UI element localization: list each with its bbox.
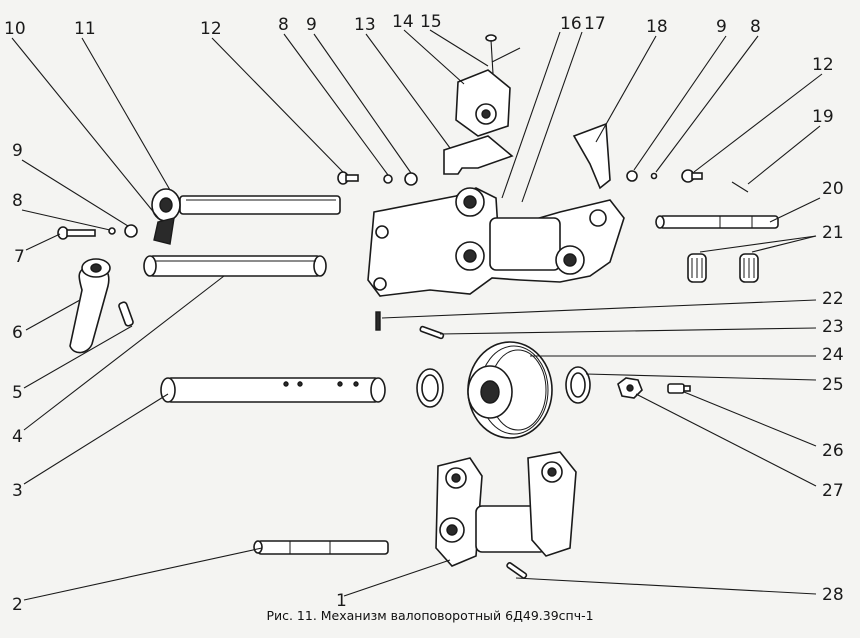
part-pin-5: [118, 301, 134, 327]
callout-22: 22: [822, 289, 844, 309]
figure-caption: Рис. 11. Механизм валоповоротный 6Д49.39…: [266, 608, 594, 623]
callout-25: 25: [822, 375, 844, 395]
part-block-14: [455, 69, 511, 137]
callout-8-top: 8: [278, 15, 289, 35]
callout-26: 26: [822, 441, 844, 461]
part-washer-8-top: [383, 174, 393, 184]
part-lever-assembly-1: [435, 451, 577, 567]
callout-9-top: 9: [306, 15, 317, 35]
part-bolt-12-right: [681, 169, 703, 183]
callout-11: 11: [74, 19, 96, 39]
callout-5: 5: [12, 383, 23, 403]
part-pin-23: [419, 325, 445, 340]
part-roller-21-left: [687, 253, 707, 283]
callout-7: 7: [14, 247, 25, 267]
callout-1: 1: [336, 591, 347, 611]
callout-2: 2: [12, 595, 23, 615]
callout-23: 23: [822, 317, 844, 337]
callout-4: 4: [12, 427, 23, 447]
part-shaft-4: [143, 255, 327, 277]
part-washer-9-right: [626, 170, 638, 182]
callout-13: 13: [354, 15, 376, 35]
part-nut-27: [617, 377, 643, 399]
part-washer-9-top: [404, 172, 418, 186]
leader-lines: [11, 29, 823, 601]
part-shaft-2: [253, 540, 389, 555]
part-shaft-20: [655, 215, 779, 229]
part-bracket-18: [572, 122, 611, 190]
part-handle-6: [69, 258, 111, 354]
part-washer-8-right: [650, 172, 658, 180]
callout-6: 6: [12, 323, 23, 343]
callout-10: 10: [4, 19, 26, 39]
callout-12-top: 12: [200, 19, 222, 39]
part-pin-19: [731, 181, 749, 193]
callout-21: 21: [822, 223, 844, 243]
callout-9-right: 9: [716, 17, 727, 37]
part-shaft-3: [160, 377, 386, 403]
part-bolt-7: [57, 226, 96, 240]
callout-8-right: 8: [750, 17, 761, 37]
callout-9-left: 9: [12, 141, 23, 161]
callout-14: 14: [392, 12, 414, 32]
parts: [57, 34, 779, 579]
part-gear-24: [467, 341, 553, 439]
part-washer-9-left: [124, 224, 138, 238]
callout-12-right: 12: [812, 55, 834, 75]
callout-20: 20: [822, 179, 844, 199]
callout-17: 17: [584, 14, 606, 34]
callout-8-left: 8: [12, 191, 23, 211]
callout-3: 3: [12, 481, 23, 501]
part-bolt-12-top: [337, 171, 359, 185]
callout-24: 24: [822, 345, 844, 365]
part-roller-21-right: [739, 253, 759, 283]
callout-18: 18: [646, 17, 668, 37]
callout-15: 15: [420, 12, 442, 32]
callout-19: 19: [812, 107, 834, 127]
part-screw-15: [485, 34, 497, 75]
callout-28: 28: [822, 585, 844, 605]
callout-numbers: 10 11 12 8 9 13 14 15 16 17 18 9 8 12 19…: [4, 12, 844, 615]
callout-16: 16: [560, 14, 582, 34]
part-shaft-11: [151, 188, 341, 222]
part-housing-16-17: [367, 187, 625, 297]
part-pin-22: [375, 311, 381, 331]
part-bracket-13: [443, 135, 514, 175]
part-washer-8-left: [108, 227, 116, 235]
part-plug-26: [667, 383, 691, 394]
part-pin-28: [506, 562, 528, 579]
callout-27: 27: [822, 481, 844, 501]
part-plate-10: [153, 217, 175, 245]
